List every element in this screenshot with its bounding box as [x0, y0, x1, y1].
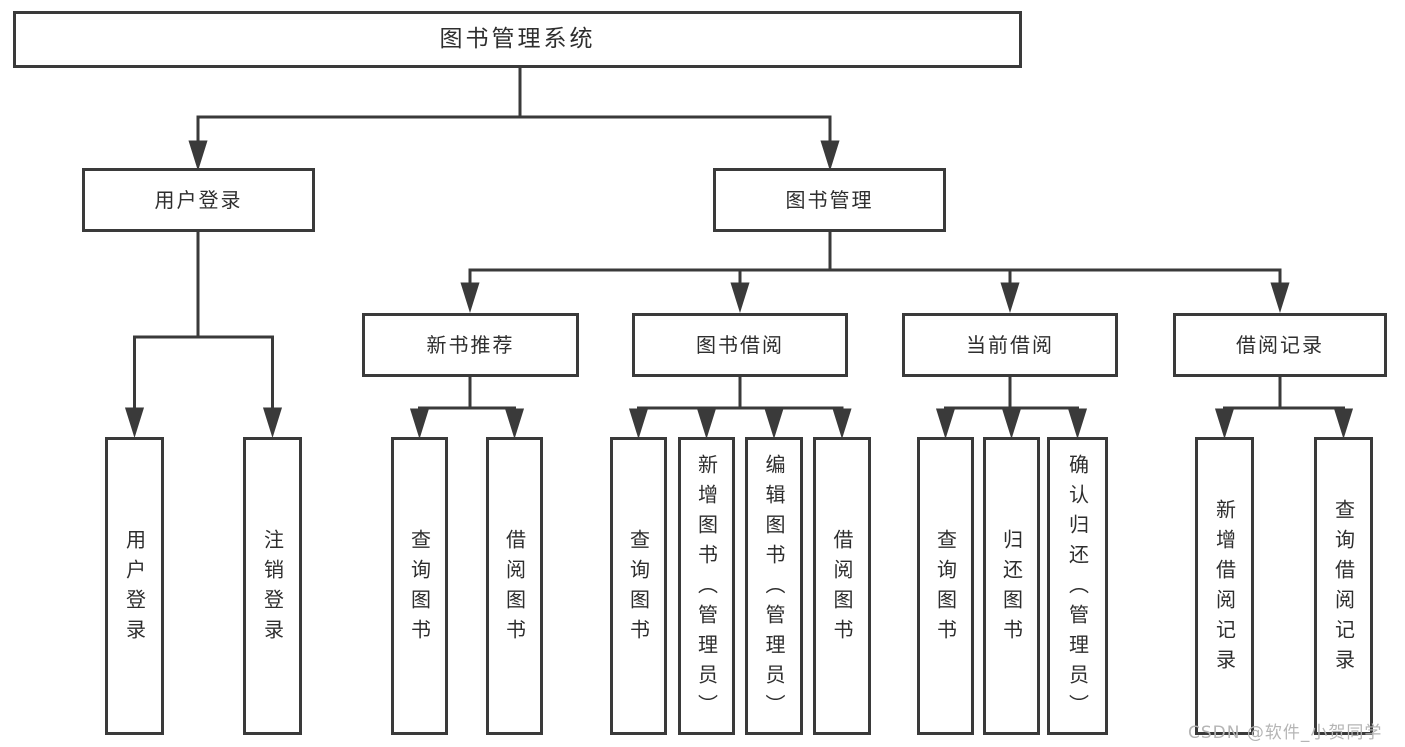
leaf-query-borrow-record: 查询借阅记录	[1314, 437, 1373, 735]
connector-records-to-children	[1214, 377, 1354, 440]
connector-root-to-level2	[188, 68, 840, 172]
node-book-management: 图书管理	[713, 168, 946, 232]
node-book-borrowing: 图书借阅	[632, 313, 848, 377]
node-user-login: 用户登录	[82, 168, 315, 232]
csdn-watermark: CSDN @软件_小贺同学	[1188, 723, 1383, 743]
leaf-return-books: 归还图书	[983, 437, 1040, 735]
connector-login-to-children	[124, 232, 283, 439]
leaf-query-books-recommend: 查询图书	[391, 437, 448, 735]
leaf-add-borrow-record: 新增借阅记录	[1195, 437, 1254, 735]
leaf-query-books-borrow: 查询图书	[610, 437, 667, 735]
node-root-system: 图书管理系统	[13, 11, 1022, 68]
node-new-book-recommend: 新书推荐	[362, 313, 579, 377]
leaf-query-books-current: 查询图书	[917, 437, 974, 735]
leaf-edit-books-admin: 编辑图书（管理员）	[745, 437, 803, 735]
leaf-add-books-admin: 新增图书（管理员）	[678, 437, 735, 735]
node-current-borrowing: 当前借阅	[902, 313, 1118, 377]
connector-recommend-to-children	[409, 377, 525, 440]
leaf-user-login: 用户登录	[105, 437, 164, 735]
connector-current-to-children	[935, 377, 1088, 440]
connector-mgmt-to-level3	[460, 232, 1290, 314]
leaf-borrow-books: 借阅图书	[813, 437, 871, 735]
leaf-logout: 注销登录	[243, 437, 302, 735]
leaf-confirm-return-admin: 确认归还（管理员）	[1047, 437, 1108, 735]
leaf-borrow-books-recommend: 借阅图书	[486, 437, 543, 735]
connector-borrow-to-children	[628, 377, 852, 440]
node-borrowing-records: 借阅记录	[1173, 313, 1387, 377]
